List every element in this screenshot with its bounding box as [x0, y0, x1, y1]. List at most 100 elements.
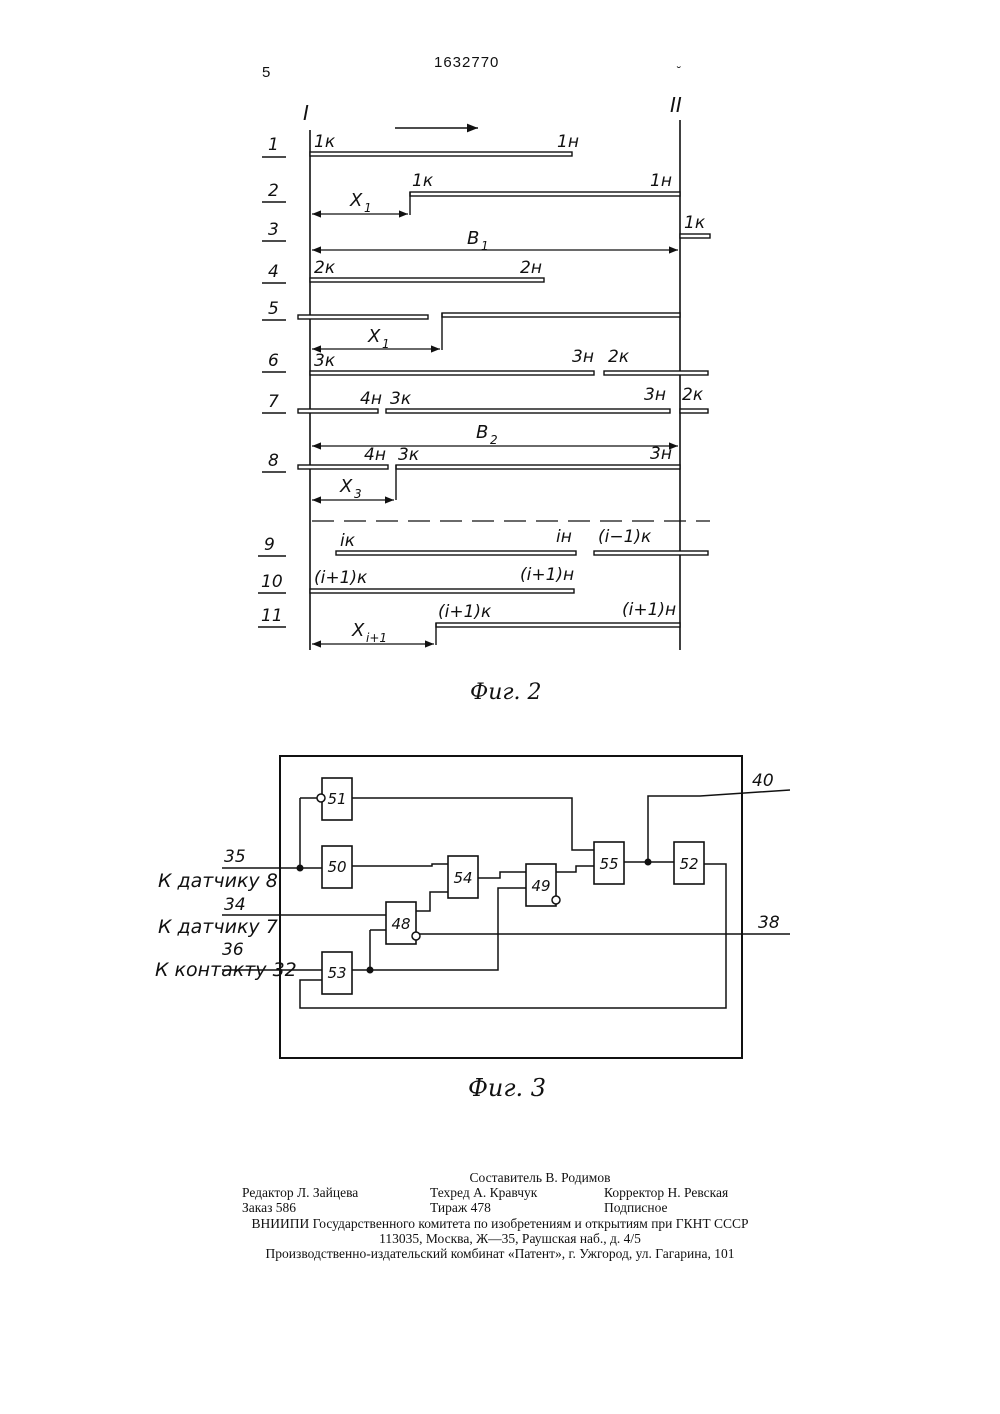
label-r9-a: iк [340, 531, 356, 551]
bar-labels: 1к 1н X 1 1к 1н B 1 1к 2к 2н X 1 3к 3н 2… [314, 132, 706, 645]
block-label: 55 [599, 855, 618, 873]
label-r1-a: 1к [314, 132, 336, 152]
label-r1-b: 1н [557, 132, 579, 152]
bar-row5b [442, 313, 680, 317]
input-label-sensor7: К датчику 7 [158, 916, 278, 938]
footer-org: ВНИИПИ Государственного комитета по изоб… [0, 1216, 1000, 1232]
footer-composer: Составитель В. Родимов [0, 1170, 1000, 1186]
label-r10-a: (i+1)к [314, 568, 368, 588]
output-labels: 40 38 [752, 771, 780, 933]
label-r2-b: 1н [650, 171, 672, 191]
output-number-38: 38 [758, 913, 780, 933]
fig3-block-diagram: 51 50 54 49 55 52 48 53 35 К датчику 8 3… [0, 740, 1000, 1060]
footer-subscription: Подписное [604, 1200, 668, 1216]
row-number: 7 [268, 392, 279, 412]
footer-corrector: Корректор Н. Ревская [604, 1185, 728, 1201]
axis-label-I: I [303, 101, 309, 125]
bar-row9a [336, 551, 576, 555]
label-r6-c: 2к [608, 347, 630, 367]
label-r10-b: (i+1)н [520, 565, 574, 585]
blocks [322, 778, 704, 994]
bar-row6b [604, 371, 708, 375]
bar-row7a [298, 409, 378, 413]
row-number-group: 1 2 3 4 5 6 7 8 9 10 11 [261, 135, 283, 626]
row-number: 8 [268, 451, 279, 471]
wires [222, 790, 790, 1008]
label-r11-a: (i+1)к [438, 602, 492, 622]
row-number: 6 [268, 351, 279, 371]
block-labels: 51 50 54 49 55 52 48 53 [327, 790, 698, 982]
fig2-timing-diagram: I II 1 2 3 4 5 6 7 8 9 10 11 [0, 0, 1000, 700]
label-r5-x: X [367, 326, 381, 347]
label-r6-a: 3к [314, 351, 336, 371]
block-label: 52 [679, 855, 698, 873]
bar-row1 [310, 152, 572, 156]
block-label: 51 [327, 790, 346, 808]
block-label: 48 [391, 915, 410, 933]
bar-row7c [680, 409, 708, 413]
block-label: 54 [453, 869, 472, 887]
output-number-40: 40 [752, 771, 774, 791]
bar-row5a [298, 315, 428, 319]
bar-row8b [396, 465, 680, 469]
label-r8-x: X [339, 476, 353, 497]
label-r7-c: 3н [644, 385, 666, 405]
bar-row10 [310, 589, 574, 593]
label-r2-xs: 1 [364, 201, 372, 215]
input-number-35: 35 [224, 847, 246, 867]
footer-address: 113035, Москва, Ж—35, Раушская наб., д. … [0, 1231, 1000, 1247]
footer-publisher: Производственно-издательский комбинат «П… [0, 1246, 1000, 1262]
label-r3-a: 1к [684, 213, 706, 233]
label-r11-b: (i+1)н [622, 600, 676, 620]
bar-row8a [298, 465, 388, 469]
input-number-34: 34 [224, 895, 246, 915]
step-lines [396, 192, 442, 645]
block-label: 50 [327, 858, 346, 876]
input-number-36: 36 [222, 940, 244, 960]
label-r8-xs: 3 [354, 487, 362, 501]
label-r3-b: B [467, 228, 479, 249]
footer-circulation: Тираж 478 [430, 1200, 491, 1216]
label-r7-b2: B [476, 422, 488, 443]
bar-row9b [594, 551, 708, 555]
label-r11-x: X [351, 620, 365, 641]
label-r8-c: 3н [650, 444, 672, 464]
footer-techred: Техред А. Кравчук [430, 1185, 537, 1201]
block-label: 49 [531, 877, 550, 895]
footer-editor: Редактор Л. Зайцева [242, 1185, 358, 1201]
row-number: 1 [268, 135, 279, 155]
input-labels: 35 К датчику 8 34 К датчику 7 36 К конта… [155, 847, 297, 981]
block-label: 53 [327, 964, 346, 982]
row-number: 5 [268, 299, 279, 319]
label-r2-a: 1к [412, 171, 434, 191]
bar-row11 [436, 623, 680, 627]
bar-row2 [410, 192, 680, 196]
row-number: 11 [261, 606, 283, 626]
row-number: 10 [261, 572, 283, 592]
label-r5-xs: 1 [382, 337, 390, 351]
row-number: 2 [268, 181, 279, 201]
bar-row3 [680, 234, 710, 238]
label-r7-b2s: 2 [490, 433, 498, 447]
label-r8-a: 4н [364, 445, 386, 465]
label-r2-x: X [349, 190, 363, 211]
label-r8-b: 3к [398, 445, 420, 465]
label-r3-bs: 1 [481, 239, 489, 253]
bar-row4 [310, 278, 544, 282]
label-r9-b: iн [556, 527, 572, 547]
label-r6-b: 3н [572, 347, 594, 367]
label-r7-d: 2к [682, 385, 704, 405]
fig3-caption: Фиг. 3 [468, 1074, 546, 1102]
label-r7-a: 4н [360, 389, 382, 409]
label-r7-b: 3к [390, 389, 412, 409]
row-number: 3 [268, 220, 279, 240]
row-number: 9 [264, 535, 275, 555]
input-label-sensor8: К датчику 8 [158, 870, 278, 892]
label-r11-xs: i+1 [366, 631, 387, 645]
label-r4-a: 2к [314, 258, 336, 278]
bar-row7b [386, 409, 670, 413]
inversion-circles [317, 794, 560, 940]
fig2-caption: Фиг. 2 [470, 680, 542, 705]
axis-label-II: II [670, 93, 682, 117]
input-label-contact32: К контакту 32 [155, 959, 297, 981]
